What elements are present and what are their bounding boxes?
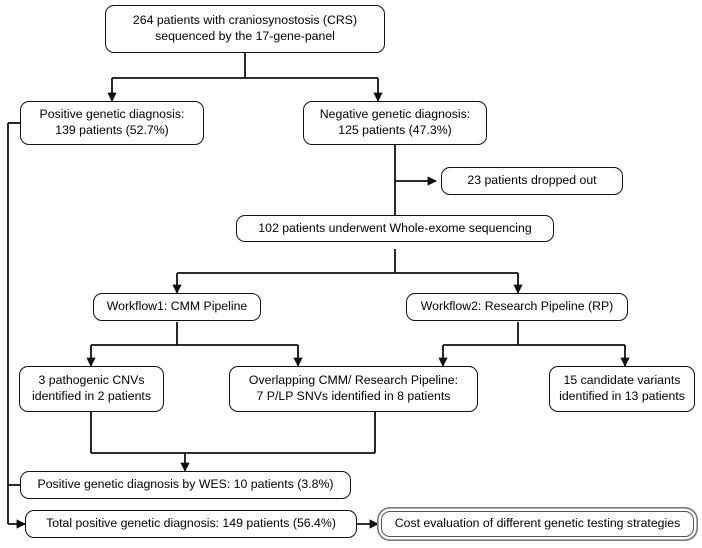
node-workflow1-label: Workflow1: CMM Pipeline [106, 299, 248, 313]
node-negative-panel[interactable]: Negative genetic diagnosis: 125 patients… [303, 101, 487, 145]
node-positive-panel[interactable]: Positive genetic diagnosis: 139 patients… [20, 101, 204, 145]
node-total-positive[interactable]: Total positive genetic diagnosis: 149 pa… [25, 510, 357, 538]
node-overlapping[interactable]: Overlapping CMM/ Research Pipeline: 7 P/… [229, 366, 478, 412]
node-candidates[interactable]: 15 candidate variants identified in 13 p… [549, 366, 695, 412]
node-wes-label: 102 patients underwent Whole-exome seque… [258, 220, 532, 235]
node-workflow1[interactable]: Workflow1: CMM Pipeline [93, 293, 261, 321]
node-cohort[interactable]: 264 patients with craniosynostosis (CRS)… [105, 5, 385, 53]
node-cohort-label: 264 patients with craniosynostosis (CRS)… [132, 13, 358, 43]
node-workflow2-label: Workflow2: Research Pipeline (RP) [420, 299, 614, 313]
node-workflow2[interactable]: Workflow2: Research Pipeline (RP) [406, 293, 628, 321]
node-dropped-out[interactable]: 23 patients dropped out [441, 167, 623, 195]
node-cost-evaluation-label: Cost evaluation of different genetic tes… [394, 516, 681, 530]
node-dropped-out-label: 23 patients dropped out [467, 173, 597, 187]
node-cnvs-label: 3 pathogenic CNVs identified in 2 patien… [32, 373, 151, 403]
node-wes[interactable]: 102 patients underwent Whole-exome seque… [236, 215, 554, 242]
node-negative-panel-label: Negative genetic diagnosis: 125 patients… [319, 107, 471, 137]
node-positive-panel-label: Positive genetic diagnosis: 139 patients… [39, 107, 185, 137]
node-overlapping-label: Overlapping CMM/ Research Pipeline: 7 P/… [248, 373, 459, 403]
node-candidates-label: 15 candidate variants identified in 13 p… [559, 373, 685, 403]
node-positive-wes-label: Positive genetic diagnosis by WES: 10 pa… [37, 477, 334, 491]
node-cnvs[interactable]: 3 pathogenic CNVs identified in 2 patien… [19, 366, 164, 412]
node-cost-evaluation[interactable]: Cost evaluation of different genetic tes… [381, 511, 694, 537]
node-positive-wes[interactable]: Positive genetic diagnosis by WES: 10 pa… [20, 471, 351, 499]
node-total-positive-label: Total positive genetic diagnosis: 149 pa… [46, 516, 336, 530]
